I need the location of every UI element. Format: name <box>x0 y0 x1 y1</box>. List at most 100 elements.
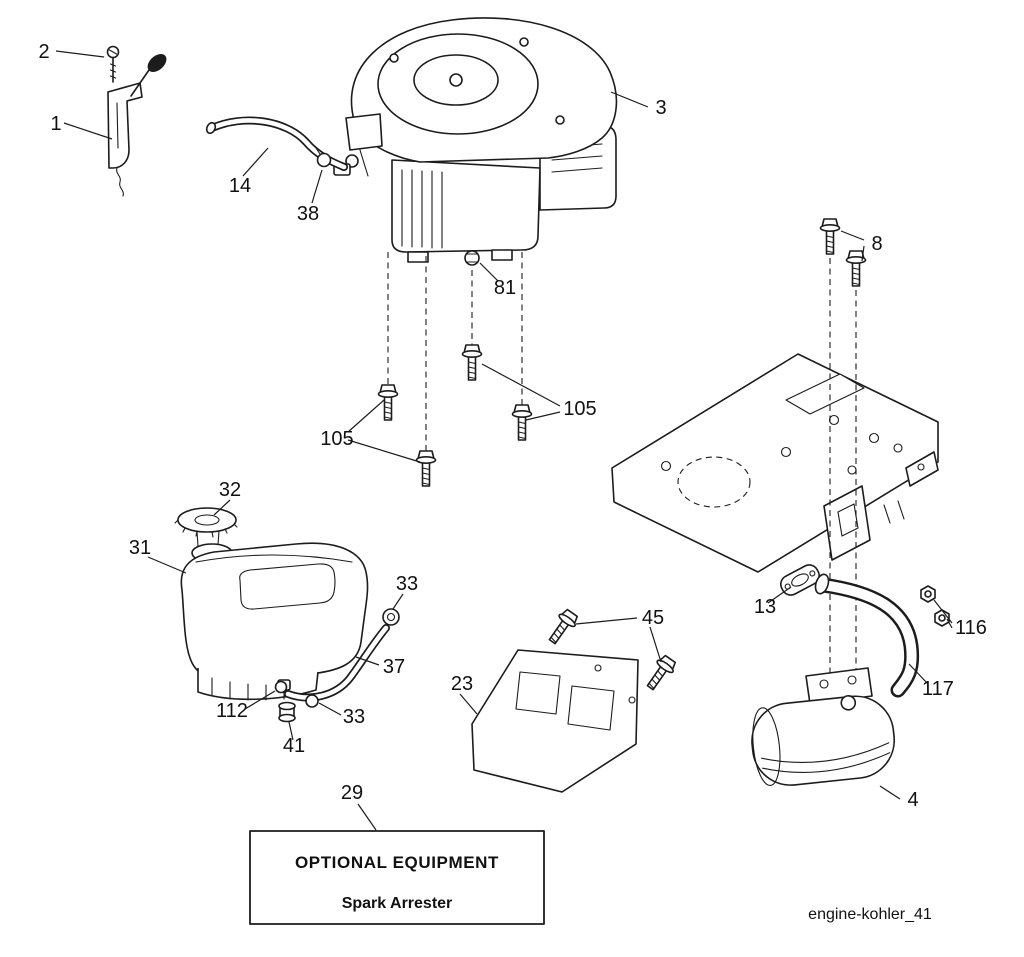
leader-line <box>55 50 105 58</box>
leader-line <box>392 593 404 610</box>
frame-hole <box>847 465 857 475</box>
callout-2: 2 <box>38 41 49 63</box>
muffler-bolt-8 <box>819 218 841 255</box>
leader-line <box>481 363 561 407</box>
drain-plug-81 <box>464 250 480 266</box>
callout-116: 116 <box>955 617 987 639</box>
hose-clamp-112 <box>274 680 288 694</box>
callout-31: 31 <box>129 537 151 559</box>
engine-assembly <box>333 17 618 263</box>
leader-line <box>244 690 276 710</box>
frame-hole <box>868 432 880 444</box>
frame-hole <box>660 460 672 472</box>
leader-line <box>610 91 649 108</box>
muffler-seam <box>762 752 891 773</box>
bracket-slot <box>837 503 859 537</box>
bracket-slot <box>116 102 119 149</box>
fuel-tank-31 <box>180 542 369 701</box>
diagram-footer-label: engine-kohler_41 <box>808 906 932 923</box>
leader-lines <box>55 50 953 831</box>
air-cleaner-center <box>449 73 463 87</box>
outlet-bushing-41 <box>278 701 296 723</box>
optional-equipment-box: OPTIONAL EQUIPMENT Spark Arrester <box>249 830 545 925</box>
callout-81: 81 <box>494 277 516 299</box>
callout-41: 41 <box>283 735 305 757</box>
callout-105-right: 105 <box>563 398 596 420</box>
callout-labels: 2 1 14 38 3 81 105 105 8 32 31 33 37 112… <box>38 41 987 811</box>
leader-line <box>525 411 561 421</box>
callout-38: 38 <box>297 203 319 225</box>
muffler-seam <box>761 742 890 764</box>
shield-screw-hole <box>628 696 636 704</box>
cap-knurling <box>174 519 238 538</box>
callout-1: 1 <box>50 113 61 135</box>
housing-screw <box>389 53 399 63</box>
engine-bolt-105 <box>415 450 437 487</box>
heat-shield-23 <box>471 649 639 793</box>
box-frame <box>249 830 545 925</box>
callout-8: 8 <box>871 233 882 255</box>
gasket-hole <box>809 570 816 577</box>
cap-center <box>194 514 220 526</box>
housing-screw <box>555 115 565 125</box>
mounting-foot <box>491 249 513 261</box>
tank-top-contour <box>195 554 353 563</box>
vent-line <box>551 155 603 161</box>
frame-plate <box>611 353 939 573</box>
leader-line <box>147 556 187 574</box>
linkage-rod <box>359 149 369 177</box>
leader-line <box>63 122 113 140</box>
muffler-end-cap <box>752 707 781 786</box>
frame-hole <box>780 446 792 458</box>
callout-117: 117 <box>922 678 954 700</box>
housing-screw <box>519 37 529 47</box>
hose-clamp-33 <box>305 694 319 708</box>
frame-hole <box>828 414 840 426</box>
leader-line <box>908 663 929 685</box>
grommet-33 <box>382 608 400 626</box>
callout-32: 32 <box>219 479 241 501</box>
leader-line <box>347 439 421 463</box>
leader-line <box>479 262 499 282</box>
blower-housing <box>350 17 618 163</box>
leader-line <box>355 656 380 666</box>
exhaust-pipe-117 <box>814 573 920 698</box>
leader-line <box>459 693 478 715</box>
frame-hook-detail <box>883 500 905 524</box>
leader-line <box>946 618 953 629</box>
callout-13: 13 <box>754 596 776 618</box>
throttle-screw <box>106 45 120 83</box>
carburetor <box>345 113 383 151</box>
leader-line <box>767 586 792 604</box>
leader-line <box>861 245 865 262</box>
leader-line <box>318 702 342 716</box>
shield-opening <box>567 685 615 731</box>
leader-line <box>242 147 269 177</box>
callout-37: 37 <box>383 656 405 678</box>
frame-hole <box>893 443 903 453</box>
leader-line <box>575 617 638 625</box>
pipe-inlet-flange <box>814 573 830 595</box>
control-lever-knob <box>147 53 167 73</box>
tab-hole <box>917 463 925 471</box>
callout-29: 29 <box>341 782 363 804</box>
leader-line <box>879 785 901 800</box>
hose-open-end <box>205 121 217 135</box>
hose-clamp-38 <box>316 152 332 168</box>
engine-bolt-105 <box>511 404 533 441</box>
leader-line <box>357 803 377 831</box>
shield-plate <box>471 649 639 793</box>
air-cleaner-cover <box>377 33 539 135</box>
mounting-foot <box>407 251 429 263</box>
control-bracket <box>107 82 143 169</box>
callout-14: 14 <box>229 175 251 197</box>
engine-bolt-105 <box>461 344 483 381</box>
callout-23: 23 <box>451 673 473 695</box>
clamp-tab <box>315 147 321 155</box>
bracket-hole <box>819 679 829 689</box>
muffler-bracket <box>805 667 873 705</box>
shield-screw-hole <box>594 664 602 672</box>
leader-line <box>933 599 953 624</box>
callout-3: 3 <box>655 97 666 119</box>
